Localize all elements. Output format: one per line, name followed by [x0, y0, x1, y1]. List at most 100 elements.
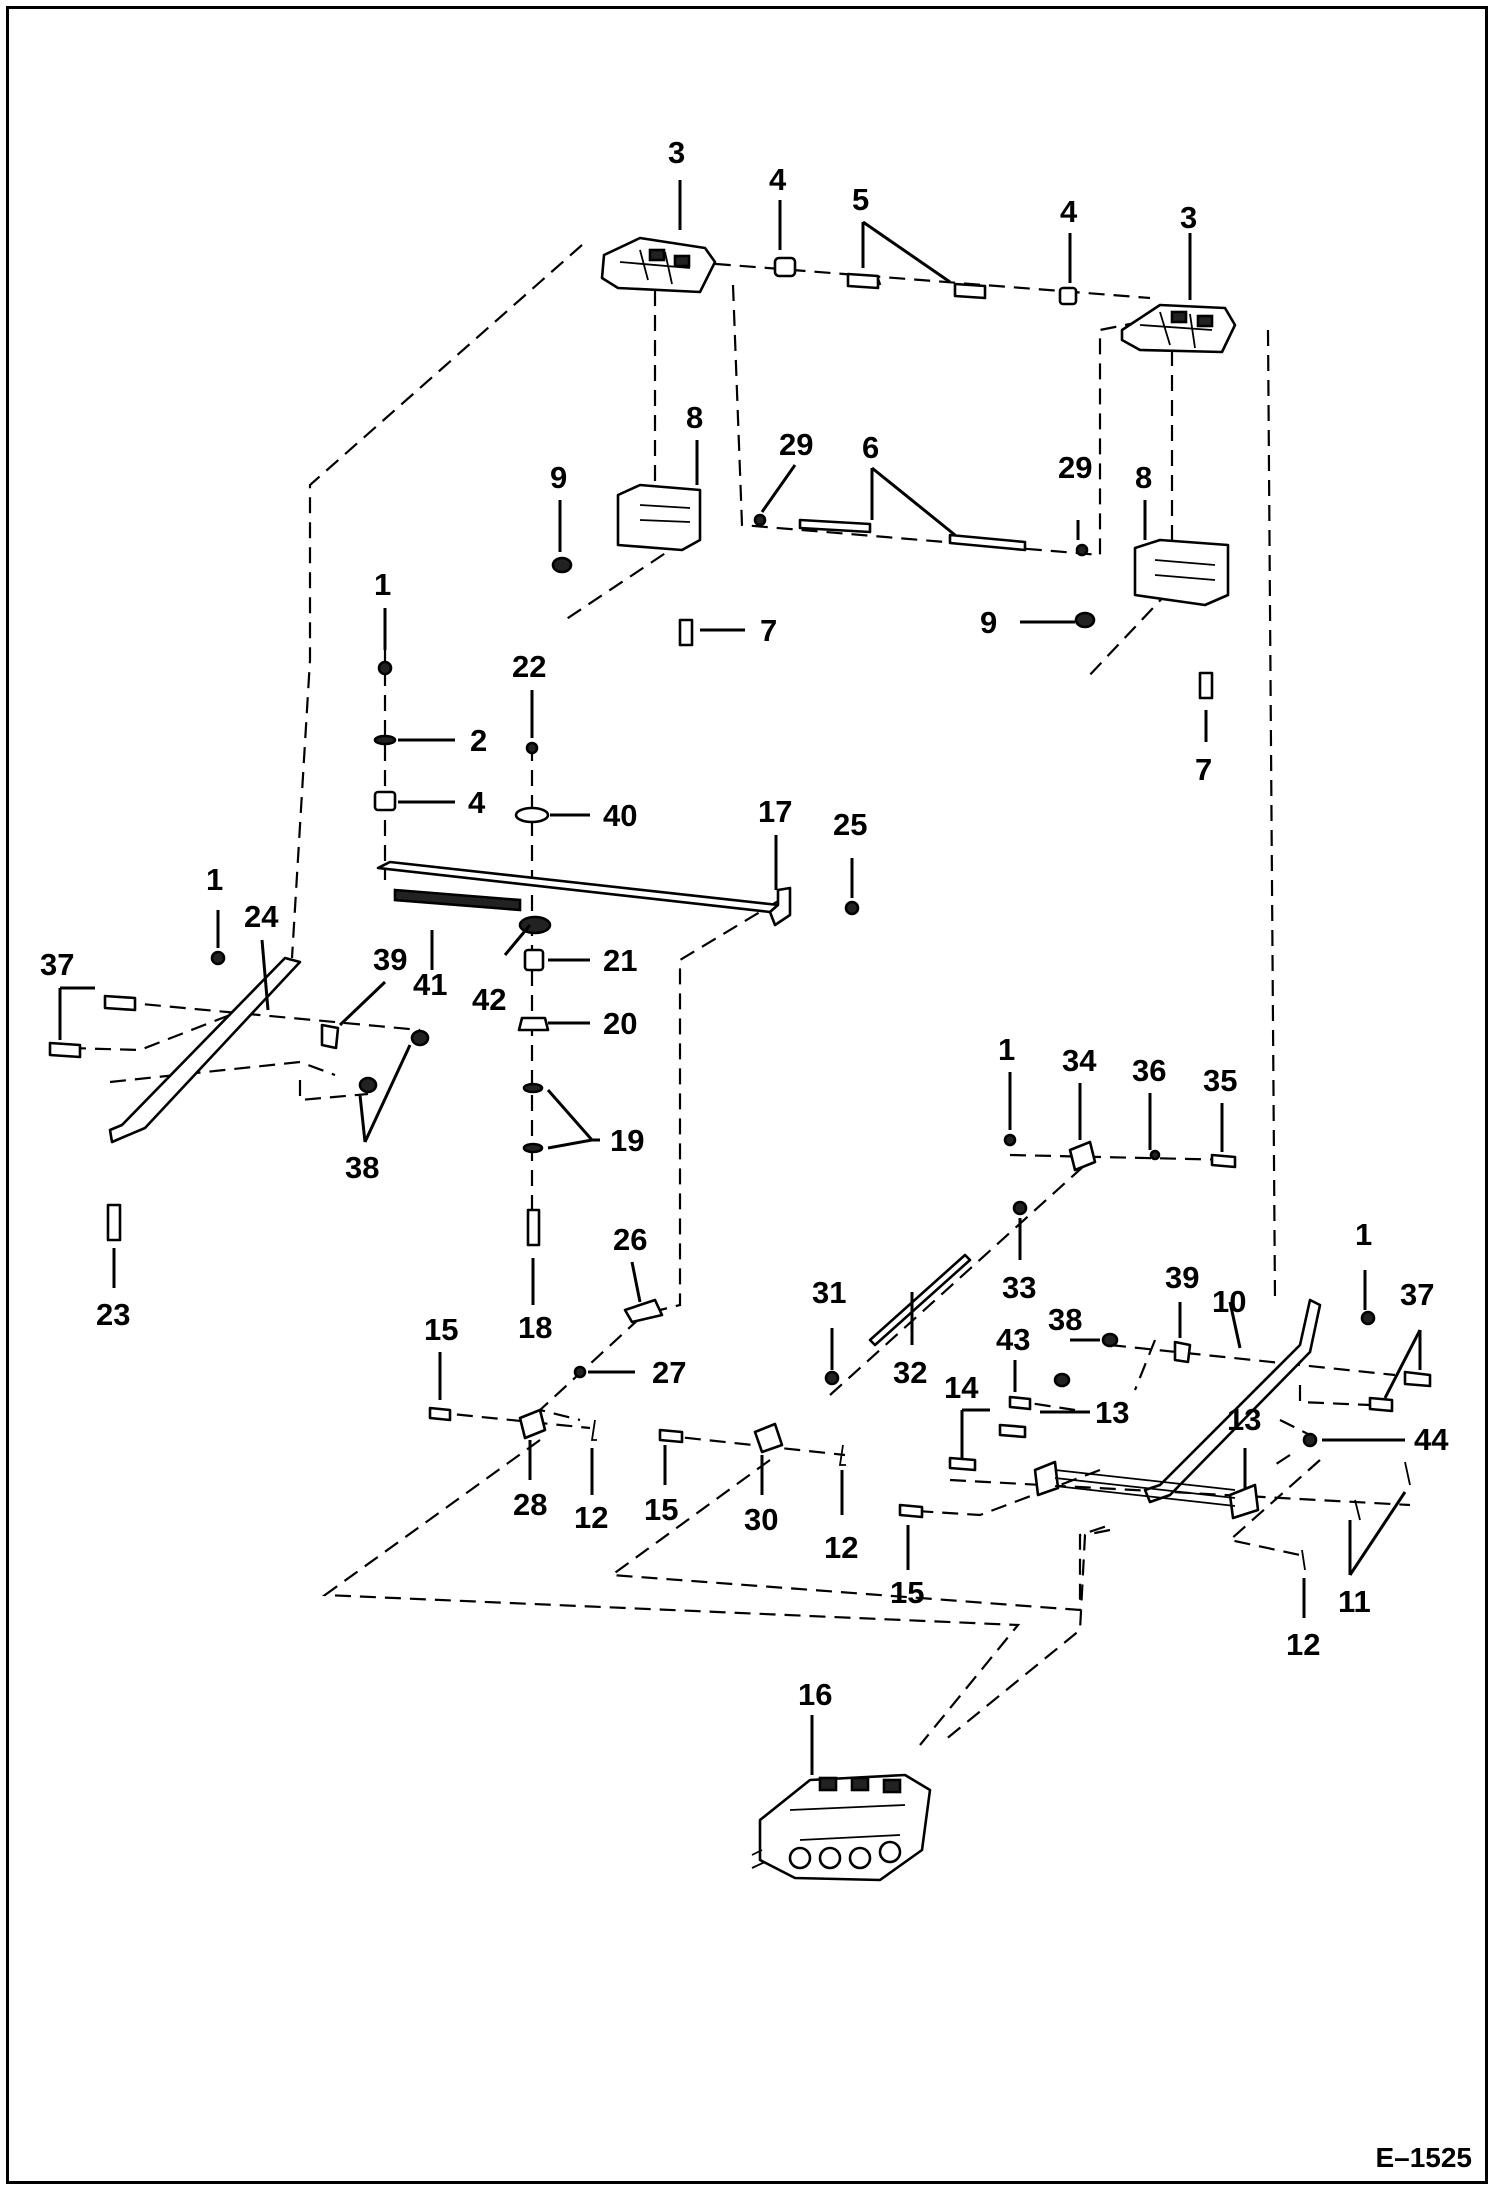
callout-12-a: 12	[574, 1500, 608, 1535]
callout-12-b: 12	[824, 1530, 858, 1565]
callout-36: 36	[1132, 1053, 1166, 1088]
control-valve-16	[751, 1773, 932, 1882]
bolt-37-right-a	[1403, 1370, 1432, 1388]
bolt-7-right	[1198, 671, 1214, 700]
callout-1-mid: 1	[998, 1032, 1015, 1067]
callout-13-right: 13	[1227, 1402, 1261, 1437]
clip-29-right	[1075, 543, 1089, 557]
callout-6: 6	[862, 430, 879, 465]
washer-2	[373, 734, 397, 746]
callout-30: 30	[744, 1502, 778, 1537]
callout-32: 32	[893, 1355, 927, 1390]
callout-17: 17	[758, 794, 792, 829]
callout-8-left: 8	[686, 400, 703, 435]
rod-32	[868, 1253, 972, 1347]
cotter-12-b	[838, 1444, 846, 1466]
callout-15-a: 15	[424, 1312, 458, 1347]
callout-12-c: 12	[1286, 1627, 1320, 1662]
cotter-12-c	[1301, 1549, 1306, 1571]
spring-41	[393, 888, 522, 912]
callout-23: 23	[96, 1297, 130, 1332]
callout-37-right: 37	[1400, 1277, 1434, 1312]
callout-38-right: 38	[1048, 1302, 1082, 1337]
callout-2: 2	[470, 723, 487, 758]
callout-14: 14	[944, 1370, 979, 1405]
callout-7-left: 7	[760, 613, 777, 648]
callout-9-right: 9	[980, 605, 997, 640]
callout-3-left: 3	[668, 135, 685, 170]
callout-31: 31	[812, 1275, 846, 1310]
callout-39-left: 39	[373, 942, 407, 977]
control-mount-left	[600, 236, 717, 294]
bolt-23	[106, 1203, 122, 1242]
bushing-top-right	[1058, 286, 1078, 306]
plate-39-left	[320, 1023, 340, 1050]
bushing-top-left	[773, 256, 797, 278]
nut-38-left-b	[358, 1076, 378, 1094]
pin-15-a	[428, 1406, 452, 1422]
pin-11-b	[1354, 1499, 1361, 1521]
callout-9-left: 9	[550, 460, 567, 495]
callout-40: 40	[603, 798, 637, 833]
link-plate-13-left	[1033, 1460, 1060, 1497]
nut-33	[1012, 1200, 1028, 1216]
callout-44: 44	[1414, 1422, 1449, 1457]
bolt-5-left	[846, 272, 882, 290]
callout-19: 19	[610, 1123, 644, 1158]
callout-3-right: 3	[1180, 200, 1197, 235]
control-mount-right	[1120, 303, 1237, 354]
callout-37-left: 37	[40, 947, 74, 982]
link-rods-13	[1054, 1469, 1236, 1507]
callout-35: 35	[1203, 1063, 1237, 1098]
callout-43: 43	[996, 1322, 1030, 1357]
callout-27: 27	[652, 1355, 686, 1390]
callout-28: 28	[513, 1487, 547, 1522]
callout-33: 33	[1002, 1270, 1036, 1305]
callout-1-left: 1	[206, 862, 223, 897]
nut-25	[844, 900, 860, 916]
pin-15-b	[658, 1428, 684, 1444]
spacer-21	[523, 948, 545, 972]
figure-code: E–1525	[1375, 2142, 1472, 2173]
nut-38-left-a	[410, 1029, 430, 1047]
callout-38-left: 38	[345, 1150, 379, 1185]
nut-38-right-b	[1053, 1372, 1071, 1388]
callout-16: 16	[798, 1677, 832, 1712]
pin-6-left	[798, 518, 872, 534]
nut-9-left	[551, 556, 573, 574]
washer-1-34	[1003, 1133, 1017, 1147]
drawing-frame	[6, 6, 1488, 2184]
callout-22: 22	[512, 649, 546, 684]
nut-36	[1149, 1149, 1161, 1161]
callout-4-center: 4	[468, 785, 486, 820]
nut-9-right	[1074, 611, 1096, 629]
callout-24: 24	[244, 899, 279, 934]
pedal-lever-10	[1143, 1298, 1322, 1504]
callout-labels: 3 4 5 4 3 8 29 6 29 8 9 7 9 7 1 2 4 22 4…	[40, 135, 1449, 1712]
callout-41: 41	[413, 967, 447, 1002]
nut-31	[824, 1370, 840, 1386]
callout-10: 10	[1212, 1284, 1246, 1319]
callout-26: 26	[613, 1222, 647, 1257]
bolt-5-right	[953, 282, 987, 300]
washer-19-b	[522, 1142, 544, 1154]
bolt-37-left-b	[48, 1041, 82, 1059]
bushing-4-center	[373, 790, 397, 812]
washer-1-top	[377, 660, 393, 676]
callout-8-right: 8	[1135, 460, 1152, 495]
pedal-lever-24	[108, 956, 302, 1144]
pin-14	[998, 1423, 1027, 1439]
plate-39-right	[1173, 1340, 1192, 1364]
washer-19-a	[522, 1082, 544, 1094]
callout-1-top: 1	[374, 567, 391, 602]
nut-27	[573, 1365, 587, 1379]
clip-29-left	[753, 513, 767, 527]
bolt-18	[526, 1208, 541, 1247]
callout-4-top-right: 4	[1060, 194, 1078, 229]
washer-1-left	[210, 950, 226, 966]
washer-1-right	[1360, 1310, 1376, 1326]
cotter-12-a	[590, 1419, 597, 1441]
assembly-dashed-lines	[69, 244, 1411, 1746]
pin-6-right	[948, 533, 1027, 552]
